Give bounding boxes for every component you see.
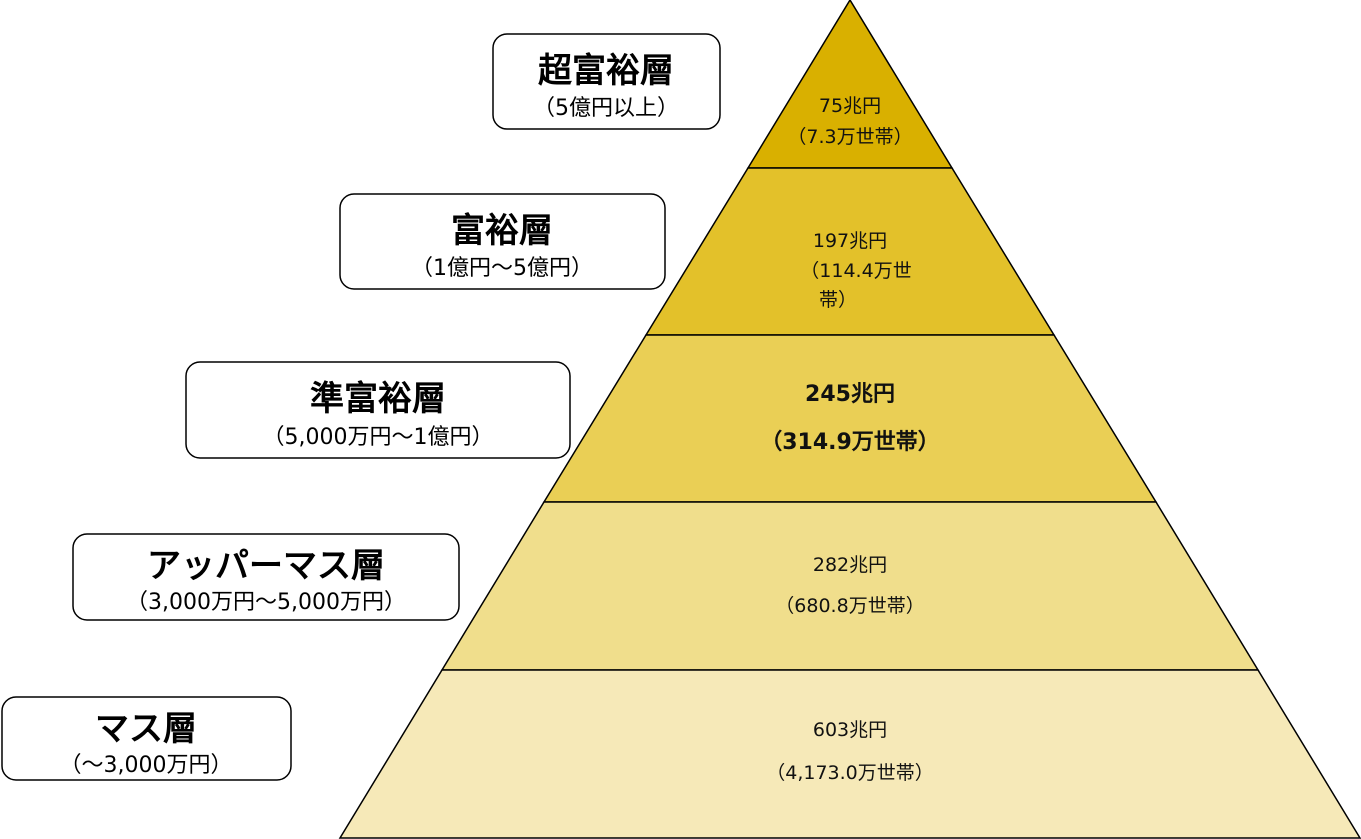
tier-semi-wealthy bbox=[542, 334, 1158, 503]
label-range: （3,000万円～5,000万円） bbox=[126, 590, 406, 615]
label-range: （5億円以上） bbox=[533, 96, 679, 121]
tier-semi-wealthy-households: （314.9万世帯） bbox=[760, 429, 940, 455]
label-range: （5,000万円～1億円） bbox=[263, 425, 494, 450]
label-range: （～3,000万円） bbox=[60, 753, 233, 778]
tier-ultra-wealthy-households: （7.3万世帯） bbox=[787, 126, 912, 148]
tier-mass-assets: 603兆円 bbox=[813, 719, 887, 741]
label-wealthy: 富裕層 （1億円～5億円） bbox=[339, 193, 666, 290]
label-ultra-wealthy: 超富裕層 （5億円以上） bbox=[492, 33, 721, 130]
tier-mass bbox=[338, 669, 1361, 839]
label-title: アッパーマス層 bbox=[147, 546, 385, 586]
label-mass: マス層 （～3,000万円） bbox=[1, 696, 292, 781]
tier-upper-mass bbox=[440, 501, 1260, 671]
label-upper-mass: アッパーマス層 （3,000万円～5,000万円） bbox=[72, 533, 460, 621]
tier-upper-mass-households: （680.8万世帯） bbox=[775, 595, 924, 617]
label-range: （1億円～5億円） bbox=[411, 256, 593, 281]
tier-semi-wealthy-assets: 245兆円 bbox=[805, 382, 895, 407]
label-title: マス層 bbox=[95, 709, 197, 749]
label-title: 超富裕層 bbox=[538, 51, 674, 91]
label-title: 富裕層 bbox=[451, 211, 553, 251]
tier-ultra-wealthy-assets: 75兆円 bbox=[819, 95, 881, 117]
tier-upper-mass-assets: 282兆円 bbox=[813, 554, 887, 576]
label-semi-wealthy: 準富裕層 （5,000万円～1億円） bbox=[185, 361, 571, 459]
tier-wealthy-households-cont: 帯） bbox=[819, 289, 857, 311]
tier-mass-households: （4,173.0万世帯） bbox=[766, 762, 934, 784]
tier-wealthy-assets: 197兆円 bbox=[813, 230, 887, 252]
label-title: 準富裕層 bbox=[310, 379, 446, 419]
tier-wealthy-households: （114.4万世 bbox=[800, 260, 911, 282]
